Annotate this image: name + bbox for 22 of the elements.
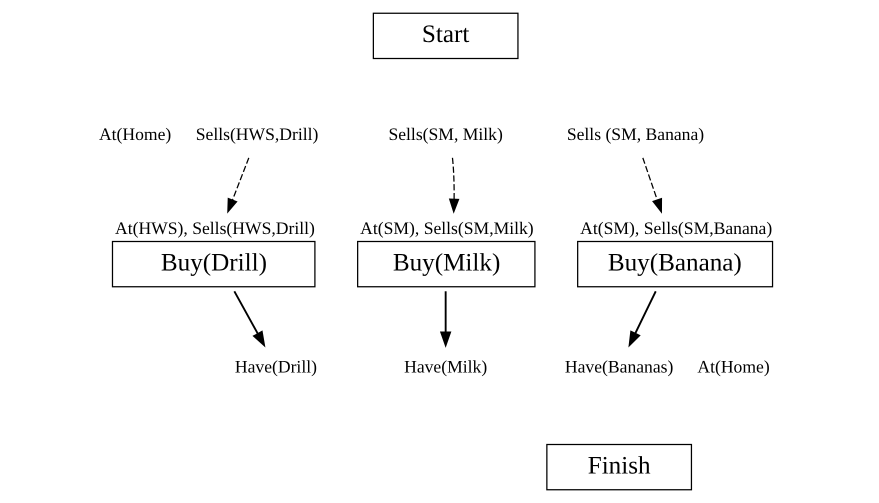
node-box: Buy(Banana): [576, 240, 773, 288]
node-box: Buy(Milk): [356, 240, 536, 288]
arrow: [226, 158, 249, 214]
node-text: Have(Drill): [234, 356, 316, 376]
node-text: At(Home): [98, 124, 171, 144]
node-box: Finish: [546, 444, 692, 490]
node-label: At(HWS), Sells(HWS,Drill): [114, 218, 314, 238]
arrow: [439, 291, 451, 348]
node-text: Sells(SM, Milk): [388, 124, 502, 144]
node-text: At(Home): [696, 356, 770, 376]
node-text: Sells (SM, Banana): [566, 124, 704, 144]
arrow: [233, 290, 265, 348]
node-label: At(SM), Sells(SM,Milk): [360, 218, 534, 238]
node-box: Start: [372, 12, 518, 60]
node-text: Have(Milk): [404, 356, 487, 376]
arrow: [642, 158, 662, 214]
node-text: Have(Bananas): [564, 356, 673, 376]
arrow: [628, 290, 656, 348]
arrow: [448, 158, 459, 214]
node-text: Sells(HWS,Drill): [195, 124, 318, 144]
node-label: At(SM), Sells(SM,Banana): [580, 218, 772, 238]
node-box: Buy(Drill): [111, 240, 316, 288]
